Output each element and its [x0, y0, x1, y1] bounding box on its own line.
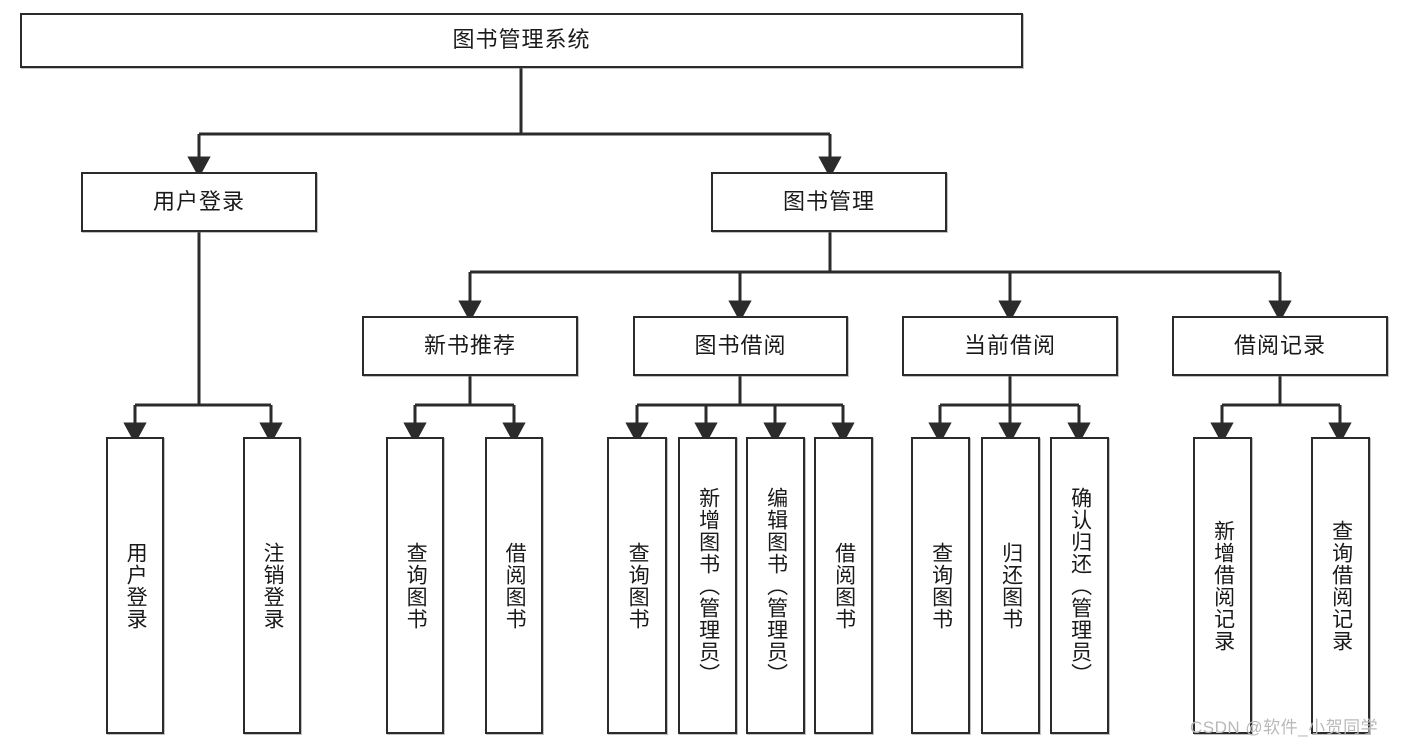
node-borrow-record[interactable]: 借阅记录: [1172, 316, 1388, 376]
node-new-book-recommend[interactable]: 新书推荐: [362, 316, 578, 376]
node-label: 新增图书（管理员）: [696, 486, 720, 685]
leaf-recommend-query-book[interactable]: 查询图书: [386, 437, 444, 734]
node-label: 借阅图书: [832, 541, 856, 630]
leaf-record-add-borrow-record[interactable]: 新增借阅记录: [1193, 437, 1252, 734]
node-label: 编辑图书（管理员）: [764, 486, 788, 685]
leaf-borrow-borrow-book[interactable]: 借阅图书: [814, 437, 873, 734]
node-current-borrow[interactable]: 当前借阅: [902, 316, 1118, 376]
leaf-current-query-book[interactable]: 查询图书: [911, 437, 970, 734]
node-label: 图书管理: [782, 188, 875, 214]
node-label: 确认归还（管理员）: [1068, 486, 1092, 685]
edges-borrow-record-to-leaves: [1210, 376, 1352, 444]
edges-book-mgmt-to-level3: [458, 232, 1292, 322]
node-label: 借阅记录: [1233, 332, 1326, 358]
node-book-management[interactable]: 图书管理: [711, 172, 947, 232]
node-label: 用户登录: [152, 188, 245, 214]
leaf-borrow-edit-book-admin[interactable]: 编辑图书（管理员）: [746, 437, 805, 734]
node-label: 归还图书: [999, 541, 1023, 630]
leaf-record-query-borrow-record[interactable]: 查询借阅记录: [1311, 437, 1370, 734]
leaf-current-confirm-return-admin[interactable]: 确认归还（管理员）: [1050, 437, 1109, 734]
leaf-borrow-add-book-admin[interactable]: 新增图书（管理员）: [678, 437, 737, 734]
node-root-library-management-system[interactable]: 图书管理系统: [20, 13, 1023, 68]
node-label: 图书管理系统: [452, 27, 591, 53]
node-label: 新增借阅记录: [1211, 519, 1235, 652]
edges-book-borrow-to-leaves: [625, 376, 855, 444]
node-label: 当前借阅: [963, 332, 1056, 358]
node-label: 注销登录: [261, 541, 285, 630]
leaf-recommend-borrow-book[interactable]: 借阅图书: [485, 437, 543, 734]
edges-current-borrow-to-leaves: [928, 376, 1091, 444]
node-user-login[interactable]: 用户登录: [81, 172, 317, 232]
node-label: 查询借阅记录: [1329, 519, 1353, 652]
node-book-borrow[interactable]: 图书借阅: [633, 316, 848, 376]
leaf-user-login-logout[interactable]: 注销登录: [243, 437, 301, 734]
node-label: 用户登录: [124, 541, 148, 630]
edges-root-to-level2: [187, 68, 842, 178]
leaf-current-return-book[interactable]: 归还图书: [981, 437, 1040, 734]
edges-user-login-to-leaves: [123, 232, 283, 444]
node-label: 图书借阅: [694, 332, 787, 358]
leaf-borrow-query-book[interactable]: 查询图书: [607, 437, 667, 734]
node-label: 新书推荐: [423, 332, 516, 358]
node-label: 查询图书: [929, 541, 953, 630]
csdn-watermark: CSDN @软件_小贺同学: [1190, 718, 1379, 737]
node-label: 借阅图书: [503, 541, 527, 630]
node-label: 查询图书: [404, 541, 428, 630]
leaf-user-login-login[interactable]: 用户登录: [106, 437, 164, 734]
edges-new-book-recommend-to-leaves: [403, 376, 526, 444]
node-label: 查询图书: [626, 541, 650, 630]
